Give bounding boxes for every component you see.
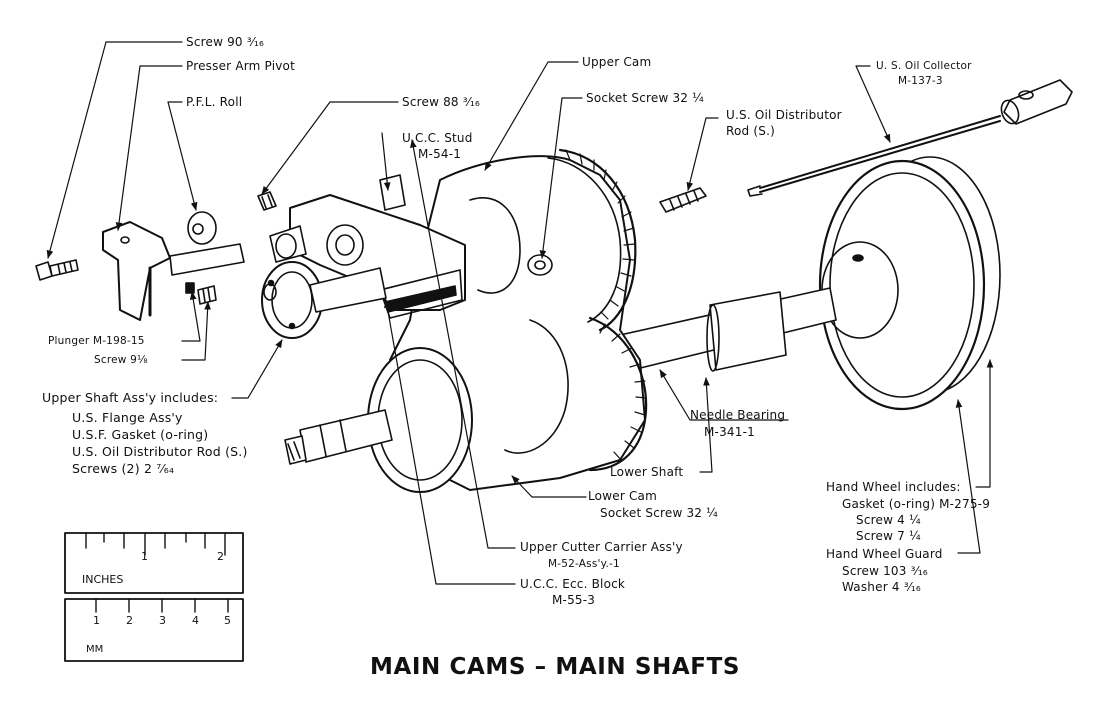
label-ucc-stud-part: M-54-1 bbox=[418, 147, 462, 161]
hand-wheel-part bbox=[818, 156, 1001, 411]
label-screw-90: Screw 90 ³⁄₁₆ bbox=[186, 35, 265, 49]
oil-collector-part bbox=[747, 79, 1073, 197]
mm-tick-label: 2 bbox=[126, 614, 133, 627]
lower-shaft-part bbox=[619, 287, 837, 373]
label-ucc-ecc-block: U.C.C. Ecc. Block bbox=[520, 577, 626, 591]
label-hand-wheel-guard-item: Screw 103 ³⁄₁₆ bbox=[842, 564, 928, 578]
page-title: MAIN CAMS – MAIN SHAFTS bbox=[370, 654, 741, 680]
oil-distributor-rod-part bbox=[659, 187, 707, 213]
label-screw-88: Screw 88 ³⁄₁₆ bbox=[402, 95, 481, 109]
label-oil-distributor-rod: U.S. Oil Distributor bbox=[726, 108, 842, 122]
label-hand-wheel-guard: Hand Wheel Guard bbox=[826, 547, 943, 561]
upper-cutter-carrier-part bbox=[269, 174, 466, 319]
label-hand-wheel-item: Gasket (o-ring) M-275-9 bbox=[842, 497, 991, 511]
label-hand-wheel-item: Screw 4 ¼ bbox=[856, 513, 921, 527]
inch-tick-label: 1 bbox=[141, 550, 148, 563]
label-upper-shaft-item: U.S. Oil Distributor Rod (S.) bbox=[72, 444, 248, 459]
label-upper-shaft-header: Upper Shaft Ass'y includes: bbox=[42, 390, 219, 405]
label-upper-shaft-item: Screws (2) 2 ⁷⁄₆₄ bbox=[72, 461, 175, 476]
plunger-part bbox=[185, 282, 217, 305]
mm-tick-label: 1 bbox=[93, 614, 100, 627]
screw-90-part bbox=[35, 259, 79, 281]
mm-label: MM bbox=[86, 644, 104, 655]
screw-88-part bbox=[257, 191, 277, 211]
label-socket-screw-upper: Socket Screw 32 ¼ bbox=[586, 91, 704, 105]
pfl-roll-part bbox=[187, 211, 217, 245]
label-pfl-roll: P.F.L. Roll bbox=[186, 95, 243, 109]
label-oil-collector-part: M-137-3 bbox=[898, 75, 943, 87]
label-upper-cam: Upper Cam bbox=[582, 55, 652, 69]
inch-ruler bbox=[64, 532, 244, 594]
label-upper-shaft-item: U.S. Flange Ass'y bbox=[72, 410, 183, 425]
label-upper-shaft-item: U.S.F. Gasket (o-ring) bbox=[72, 427, 209, 442]
inches-label: INCHES bbox=[82, 573, 124, 586]
label-hand-wheel-item: Screw 7 ¼ bbox=[856, 529, 921, 543]
label-socket-screw-lower: Socket Screw 32 ¼ bbox=[600, 506, 718, 520]
mm-ruler bbox=[64, 598, 244, 662]
label-upper-cutter-carrier: Upper Cutter Carrier Ass'y bbox=[520, 540, 683, 554]
mm-tick-label: 4 bbox=[192, 614, 199, 627]
upper-shaft-flange-part bbox=[261, 261, 387, 339]
label-hand-wheel-header: Hand Wheel includes: bbox=[826, 480, 961, 494]
label-lower-shaft: Lower Shaft bbox=[610, 465, 684, 479]
leader-lines bbox=[46, 41, 994, 585]
label-ucc-ecc-block-part: M-55-3 bbox=[552, 593, 596, 607]
label-screw-9: Screw 9¹⁄₈ bbox=[94, 354, 148, 366]
label-plunger: Plunger M-198-15 bbox=[48, 335, 145, 347]
label-needle-bearing-part: M-341-1 bbox=[704, 425, 755, 439]
label-hand-wheel-guard-item: Washer 4 ³⁄₁₆ bbox=[842, 580, 921, 594]
inch-tick-label: 2 bbox=[217, 550, 224, 563]
label-oil-collector: U. S. Oil Collector bbox=[876, 60, 972, 72]
label-presser-arm-pivot: Presser Arm Pivot bbox=[186, 59, 296, 73]
presser-arm-pivot-part bbox=[102, 221, 245, 321]
label-lower-cam: Lower Cam bbox=[588, 489, 657, 503]
label-upper-cutter-carrier-part: M-52-Ass'y.-1 bbox=[548, 558, 620, 570]
label-ucc-stud: U.C.C. Stud bbox=[402, 131, 473, 145]
mm-tick-label: 5 bbox=[224, 614, 231, 627]
label-oil-distributor-rod-2: Rod (S.) bbox=[726, 124, 775, 138]
mm-tick-label: 3 bbox=[159, 614, 166, 627]
label-needle-bearing: Needle Bearing bbox=[690, 408, 786, 422]
